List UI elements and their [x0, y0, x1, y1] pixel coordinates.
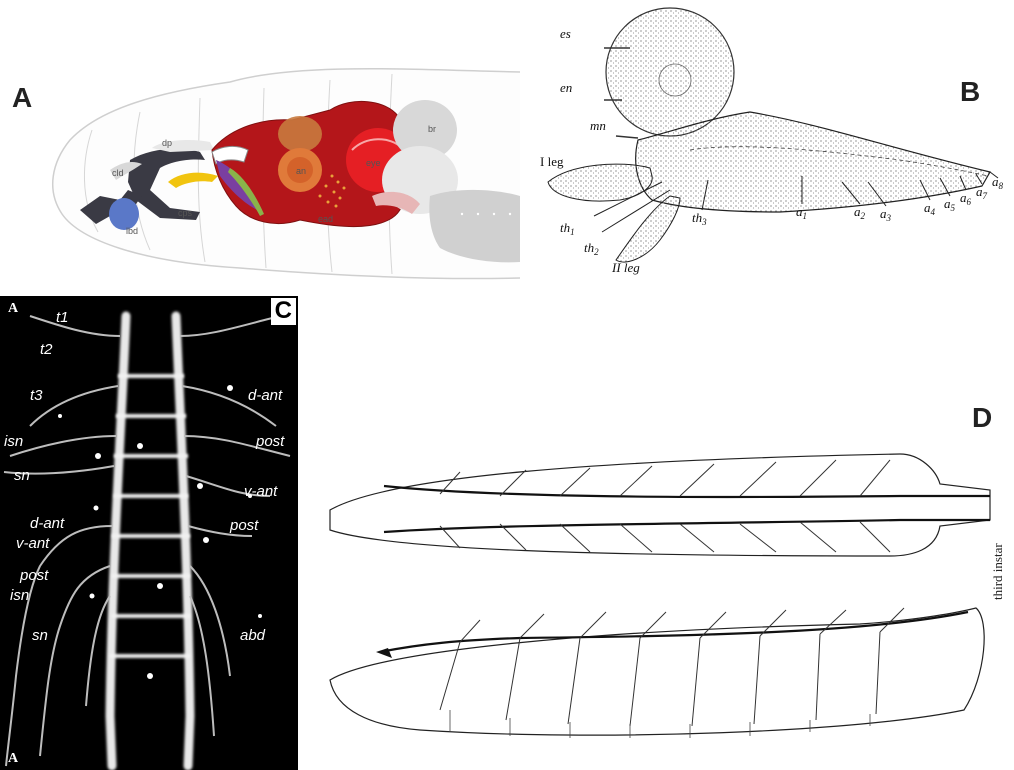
label-cps: cps — [178, 208, 193, 218]
label-ead: ead — [318, 214, 333, 224]
label-v-ant-left: v-ant — [16, 535, 50, 552]
label-d-ant-right: d-ant — [248, 387, 283, 404]
an-upper — [278, 116, 322, 152]
label-leg-1: I leg — [540, 154, 564, 169]
panel-c: C — [0, 296, 298, 770]
label-a4: a4 — [924, 200, 936, 217]
label-t2: t2 — [40, 341, 53, 358]
label-th3: th3 — [692, 210, 707, 227]
label-es: es — [560, 26, 571, 41]
label-en: en — [560, 80, 572, 95]
label-lbd: lbd — [126, 226, 138, 236]
label-d-ant-left: d-ant — [30, 515, 65, 532]
label-a5: a5 — [944, 196, 956, 213]
label-th2: th2 — [584, 240, 599, 257]
label-a7: a7 — [976, 184, 988, 201]
label-abd: abd — [240, 627, 266, 644]
label-post-right-top: post — [255, 433, 285, 450]
panel-d: D third instar — [300, 380, 1014, 770]
label-t1: t1 — [56, 309, 69, 326]
label-br: br — [428, 124, 436, 134]
larva-dorsal-outline — [330, 454, 990, 556]
label-cld: cld — [112, 168, 124, 178]
label-t3: t3 — [30, 387, 43, 404]
label-th1: th1 — [560, 220, 575, 237]
label-dp: dp — [162, 138, 172, 148]
label-sn-bottom: sn — [32, 627, 48, 644]
nervous-system-micrograph: A A t1 t2 t3 isn sn d-ant post v-ant pos… — [0, 296, 298, 770]
panel-d-letter: D — [972, 404, 992, 432]
panel-a: A — [0, 0, 520, 290]
label-an: an — [296, 166, 306, 176]
corner-letter-top: A — [8, 301, 19, 316]
label-a6: a6 — [960, 190, 972, 207]
label-a3: a3 — [880, 206, 892, 223]
yolk-sphere — [606, 8, 734, 136]
label-isn-top: isn — [4, 433, 23, 450]
panel-b-letter: B — [960, 78, 980, 106]
label-eye: eye — [366, 158, 381, 168]
leg-1 — [548, 164, 652, 201]
longitudinal-connectives — [110, 316, 190, 766]
embryo-drawing: es en mn I leg II leg th1 th2 th3 a1 a2 … — [520, 0, 1014, 290]
larva-lateral-outline — [330, 608, 984, 735]
label-post-left: post — [19, 567, 49, 584]
tracheal-system-drawings: third instar — [300, 380, 1014, 770]
label-leg-2: II leg — [611, 260, 640, 275]
caption-third-instar: third instar — [990, 543, 1005, 600]
panel-a-letter: A — [12, 84, 32, 112]
label-post-right-mid: post — [229, 517, 259, 534]
commissures — [110, 376, 190, 656]
panel-c-letter: C — [271, 298, 296, 325]
label-sn-top: sn — [14, 467, 30, 484]
label-a8: a8 — [992, 174, 1004, 191]
label-isn-bottom: isn — [10, 587, 29, 604]
label-a2: a2 — [854, 204, 866, 221]
label-mn: mn — [590, 118, 606, 133]
panel-b: B — [520, 0, 1014, 290]
leg-2 — [616, 196, 680, 262]
corner-letter-bottom: A — [8, 751, 19, 766]
label-v-ant-right: v-ant — [244, 483, 278, 500]
embryo-body — [636, 112, 990, 212]
head-segment-diagram: dp cld lbd cps an eye ead br — [0, 0, 520, 290]
